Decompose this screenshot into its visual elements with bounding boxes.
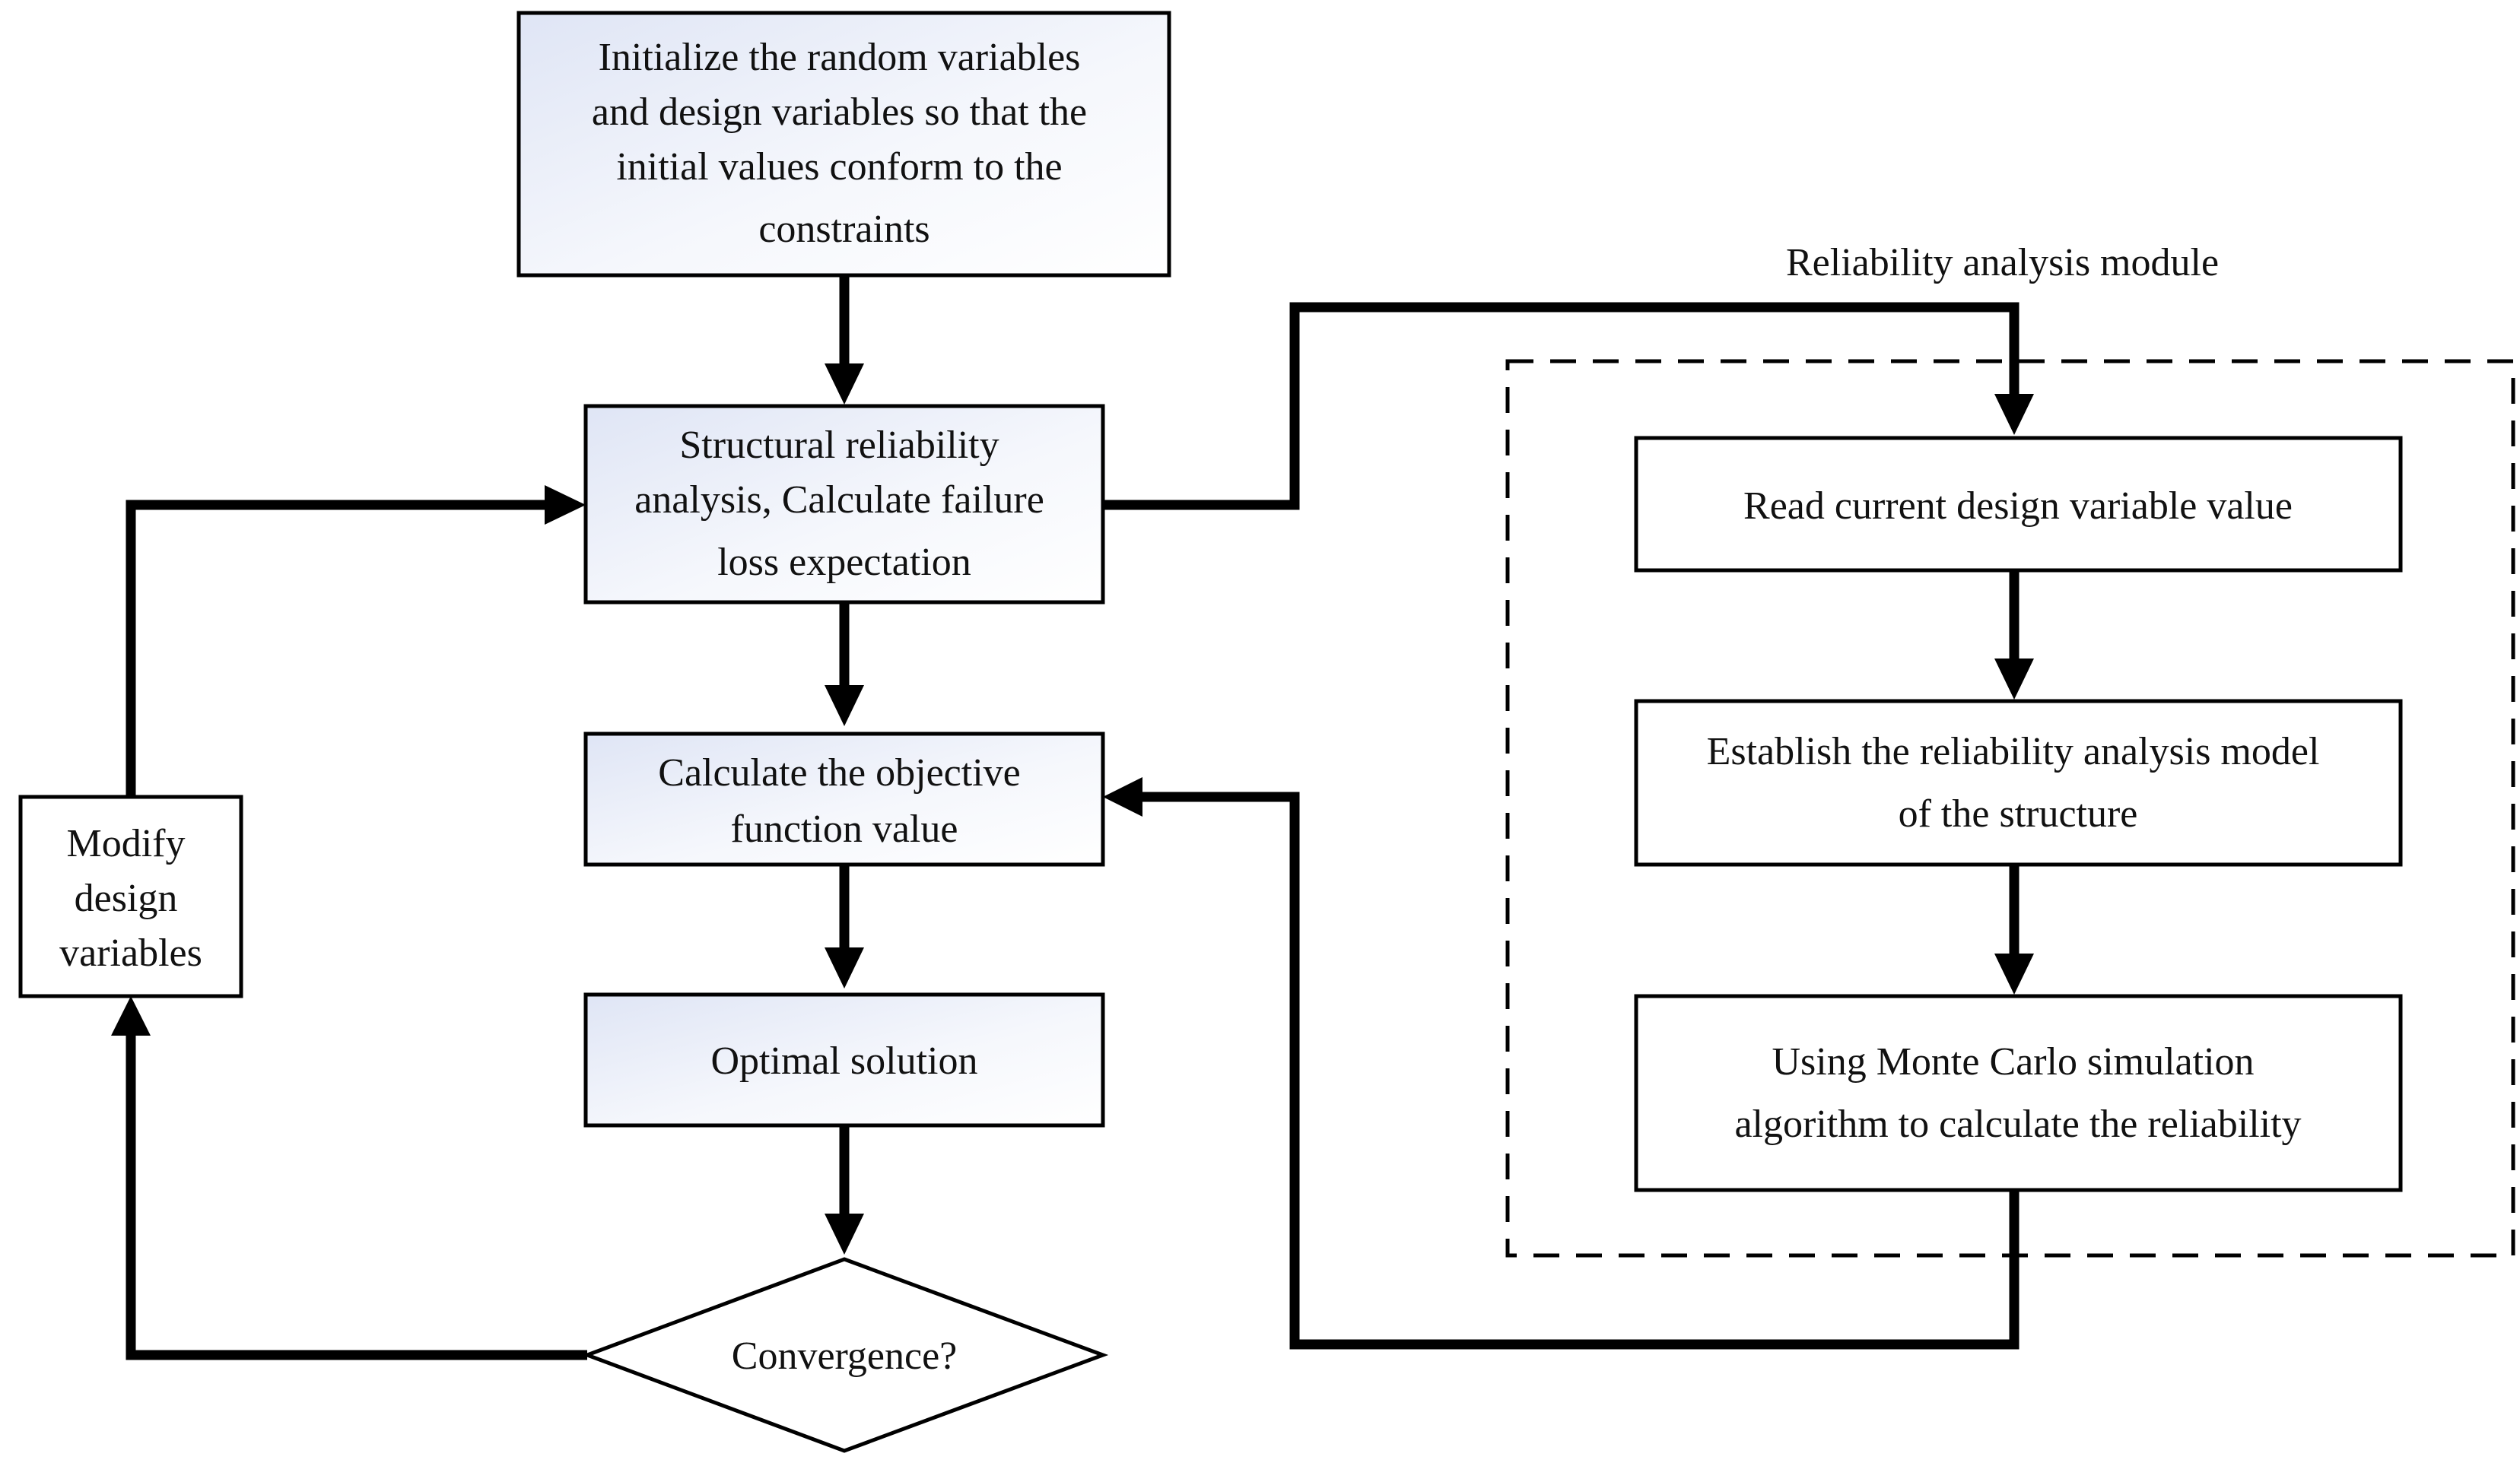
establish-model-line: Establish the reliability analysis model: [1707, 730, 2320, 773]
modify-design-line: Modify: [67, 822, 186, 865]
connector-convergence-to-modify: [126, 1036, 587, 1360]
arrowhead-init-to-structural: [825, 363, 864, 405]
arrowhead-modify-to-structural: [545, 485, 586, 525]
objective-function-line: function value: [731, 808, 958, 851]
connector-structural-to-read: [1103, 302, 2019, 510]
init-line: Initialize the random variables: [599, 36, 1081, 79]
arrowhead-optimal-to-convergence: [825, 1214, 864, 1255]
arrowhead-structural-to-objective: [825, 685, 864, 726]
convergence-line: Convergence?: [732, 1334, 957, 1378]
optimal-solution-box: [583, 992, 1105, 1128]
arrowhead-montecarlo-to-objective: [1103, 777, 1142, 817]
monte-carlo-text: Using Monte Carlo simulation algorithm t…: [1734, 1040, 2301, 1146]
modify-design-line: design: [75, 877, 178, 920]
reliability-module-label: Reliability analysis module: [1786, 241, 2219, 284]
modify-design-text: Modify design variables: [59, 822, 202, 975]
objective-function-text: Calculate the objective function value: [658, 751, 1030, 851]
objective-function-line: Calculate the objective: [658, 751, 1020, 795]
optimal-solution-text: Optimal solution: [711, 1039, 978, 1083]
connector-modify-to-structural: [126, 500, 546, 797]
arrowhead-read-to-establish: [1994, 659, 2034, 700]
arrowhead-objective-to-optimal: [825, 947, 864, 989]
structural-analysis-line: Structural reliability: [679, 424, 999, 467]
monte-carlo-line: Using Monte Carlo simulation: [1772, 1040, 2254, 1084]
structural-analysis-line: loss expectation: [717, 541, 971, 584]
connector-montecarlo-to-objective: [1141, 792, 2019, 1350]
structural-analysis-line: analysis, Calculate failure: [634, 478, 1044, 522]
read-design-variable-text: Read current design variable value: [1743, 484, 2293, 528]
structural-analysis-box: [583, 404, 1105, 605]
establish-model-line: of the structure: [1899, 792, 2138, 836]
init-line: initial values conform to the: [616, 145, 1062, 189]
structural-analysis-text: Structural reliability analysis, Calcula…: [634, 424, 1054, 584]
modify-design-line: variables: [59, 931, 202, 975]
arrowhead-structural-to-read: [1994, 394, 2034, 435]
monte-carlo-box: [1634, 994, 2403, 1192]
arrowhead-convergence-to-modify: [111, 996, 151, 1036]
read-design-variable-box: [1634, 436, 2403, 573]
init-text: Initialize the random variables and desi…: [592, 36, 1097, 251]
establish-model-text: Establish the reliability analysis model…: [1707, 730, 2330, 836]
read-design-variable-line: Read current design variable value: [1743, 484, 2293, 528]
init-line: constraints: [758, 208, 930, 251]
convergence-text: Convergence?: [732, 1334, 957, 1378]
monte-carlo-line: algorithm to calculate the reliability: [1734, 1103, 2301, 1146]
modify-design-box: [18, 795, 243, 998]
objective-function-box: [583, 732, 1105, 867]
optimal-solution-line: Optimal solution: [711, 1039, 978, 1083]
arrowhead-establish-to-montecarlo: [1994, 954, 2034, 995]
establish-model-box: [1634, 699, 2403, 867]
init-line: and design variables so that the: [592, 90, 1087, 134]
convergence-decision: [581, 1257, 1109, 1453]
init-box: [516, 11, 1171, 278]
